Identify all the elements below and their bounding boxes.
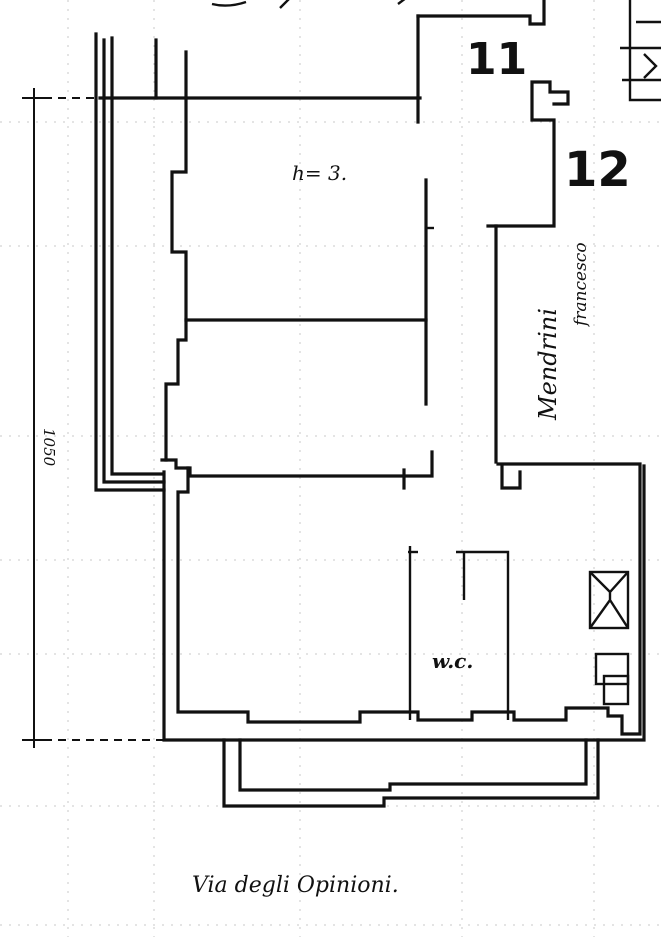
unit-number-11: 11 xyxy=(466,34,527,85)
street-label: Via degli Opinioni. xyxy=(192,873,399,898)
balcony-walls xyxy=(222,738,600,808)
unit-number-12: 12 xyxy=(564,142,631,198)
room-height-note: h= 3. xyxy=(292,161,347,185)
dimension-label: 1050 xyxy=(40,428,58,467)
left-outer-walls xyxy=(94,32,166,492)
neighbor-label-2: francesco xyxy=(571,242,591,328)
top-scribble xyxy=(211,0,406,9)
stair-block-unit-11 xyxy=(620,0,661,102)
upper-room-walls xyxy=(98,0,570,464)
bathroom-label: w.c. xyxy=(432,649,473,673)
fixtures xyxy=(588,570,630,706)
lower-room-walls xyxy=(160,450,646,742)
neighbor-label: Mendrini xyxy=(534,308,562,421)
dimension-1050 xyxy=(22,88,166,748)
